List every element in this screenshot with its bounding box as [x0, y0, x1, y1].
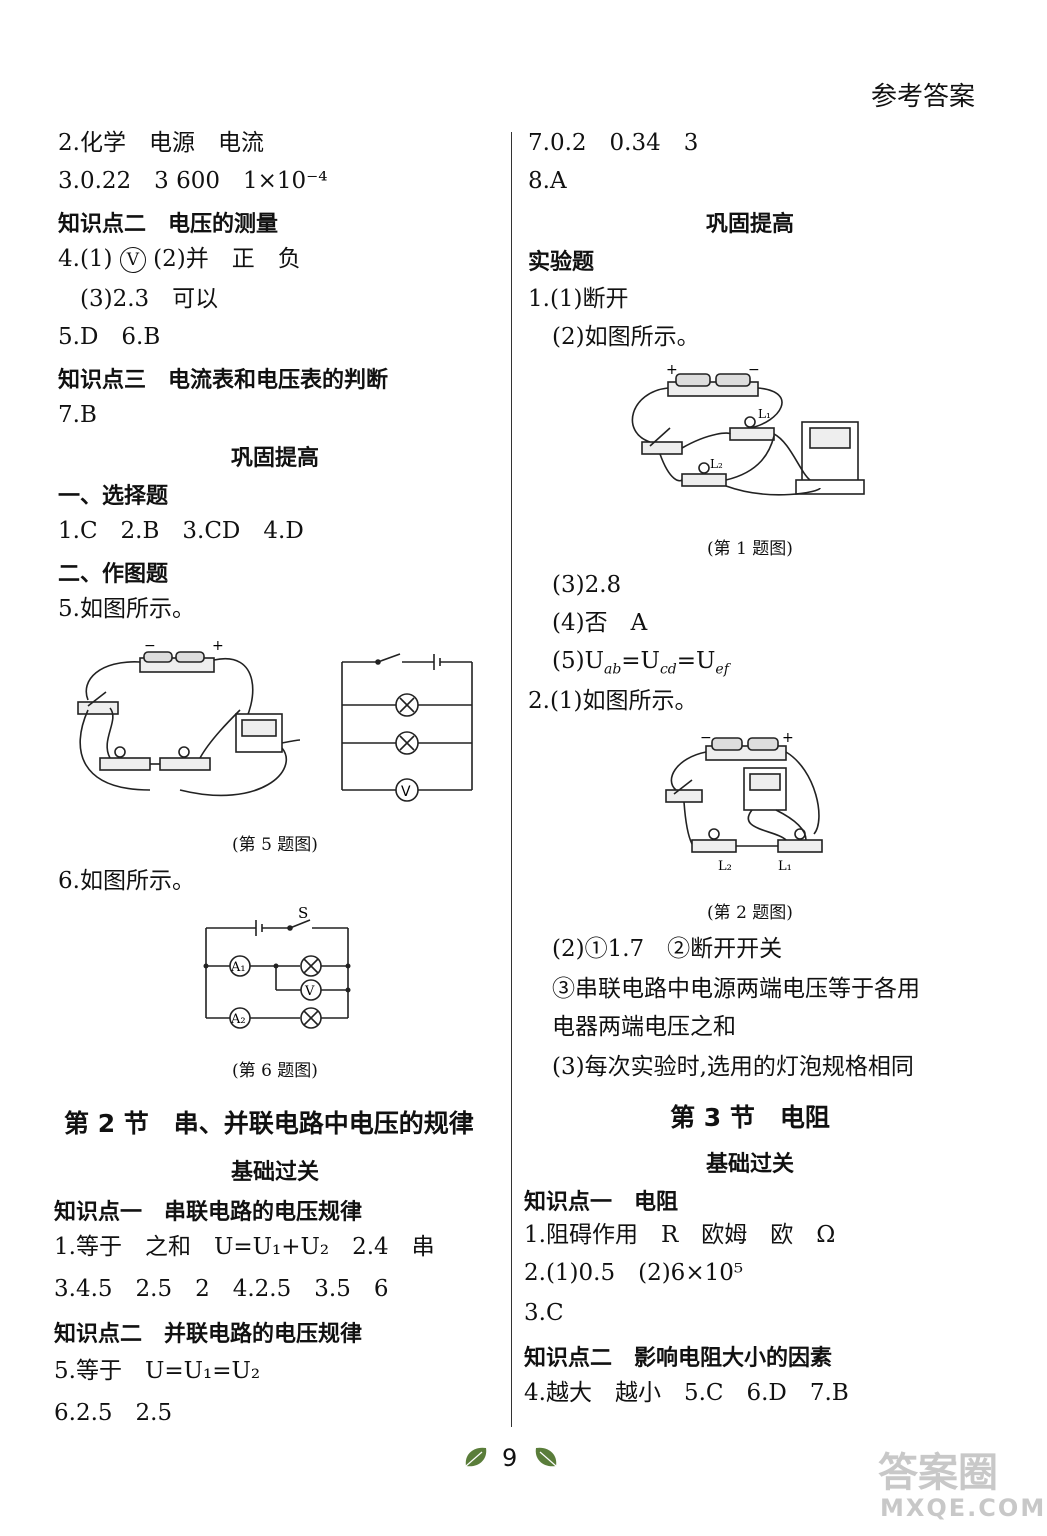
kp2-heading: 知识点二 电压的测量 — [58, 212, 279, 237]
caption-figure-2: (第 2 题图) — [707, 903, 793, 923]
exp-answer-1-5: (5)Uab=Ucd=Uef — [552, 646, 729, 685]
fig6-s-label: S — [298, 906, 308, 922]
parallel-answer-5: 5.等于 U=U₁=U₂ — [54, 1358, 261, 1384]
exp-answer-1-3: (3)2.8 — [552, 572, 622, 598]
watermark-logo: 答案圈 — [878, 1450, 998, 1496]
exp-answer-2-2: (2)①1.7 ②断开开关 — [552, 936, 783, 962]
figure-6-schematic: S A₁ V A₂ — [203, 906, 351, 1029]
answer-3: 3.0.22 3 600 1×10⁻⁴ — [58, 168, 328, 194]
figure-5-physical-circuit: − + — [77, 640, 301, 797]
answer-5-draw: 5.如图所示。 — [58, 596, 195, 622]
resistance-answer-2: 2.(1)0.5 (2)6×10⁵ — [524, 1260, 744, 1286]
figure-5-schematic: V — [341, 653, 473, 802]
fig6-v-label: V — [304, 984, 315, 999]
answer-2: 2.化学 电源 电流 — [58, 130, 264, 156]
answer-4-3: (3)2.3 可以 — [80, 286, 219, 312]
fig5-v-label: V — [401, 784, 411, 800]
section-3-title: 第 3 节 电阻 — [670, 1103, 830, 1132]
kp2-parallel-heading: 知识点二 并联电路的电压规律 — [54, 1322, 363, 1347]
answer-r7: 7.0.2 0.34 3 — [528, 130, 699, 156]
fig1-l2-label: L₂ — [710, 457, 723, 471]
svg-text:+: + — [212, 640, 224, 654]
answer-7: 7.B — [58, 402, 97, 428]
svg-text:−: − — [748, 362, 760, 378]
exp-answer-1-5-u3: =U — [676, 648, 716, 674]
exp-answer-2-4: (3)每次实验时,选用的灯泡规格相同 — [552, 1054, 914, 1080]
factors-answers: 4.越大 越小 5.C 6.D 7.B — [524, 1380, 849, 1406]
exp-answer-1-2: (2)如图所示。 — [552, 324, 700, 350]
answer-6-draw: 6.如图所示。 — [58, 868, 195, 894]
basic-heading-right: 基础过关 — [705, 1152, 794, 1177]
watermark-url: MXQE.COM — [880, 1494, 1047, 1522]
section-2-title: 第 2 节 串、并联电路中电压的规律 — [64, 1109, 474, 1138]
svg-text:−: − — [700, 730, 712, 746]
choice-answers: 1.C 2.B 3.CD 4.D — [58, 518, 304, 544]
fig6-a1-label: A₁ — [230, 960, 246, 975]
sub-ef: ef — [715, 661, 729, 678]
answer-4: 4.(1) V (2)并 正 负 — [58, 244, 301, 274]
drawing-heading: 二、作图题 — [58, 562, 169, 587]
leaf-right-icon — [535, 1447, 557, 1467]
parallel-answer-6: 6.2.5 2.5 — [54, 1400, 173, 1426]
resistance-answer-3: 3.C — [524, 1300, 564, 1326]
fig2-l1-label: L₁ — [778, 859, 792, 874]
exp-answer-2-3: ③串联电路中电源两端电压等于各用 — [552, 976, 920, 1002]
consolidate-heading-right: 巩固提高 — [705, 212, 794, 237]
fig2-l2-label: L₂ — [718, 859, 732, 874]
exp-answer-1-1: 1.(1)断开 — [528, 286, 629, 312]
series-answers-1-2: 1.等于 之和 U=U₁+U₂ 2.4 串 — [54, 1234, 435, 1260]
exp-answer-1-5-u1: (5)U — [552, 648, 604, 674]
leaf-left-icon — [465, 1447, 487, 1467]
svg-text:+: + — [782, 730, 794, 746]
kp1-resistance-heading: 知识点一 电阻 — [524, 1190, 679, 1215]
fig6-a2-label: A₂ — [230, 1012, 246, 1027]
svg-text:+: + — [666, 362, 678, 378]
voltmeter-symbol: V — [119, 247, 146, 273]
basic-heading-left: 基础过关 — [230, 1160, 319, 1185]
resistance-answer-1: 1.阻碍作用 R 欧姆 欧 Ω — [524, 1222, 836, 1248]
kp3-heading: 知识点三 电流表和电压表的判断 — [58, 368, 389, 393]
figure-2-physical-circuit: − + L₂ L₁ — [665, 730, 823, 874]
svg-text:−: − — [144, 640, 156, 654]
column-divider — [511, 132, 512, 1427]
answer-5-6: 5.D 6.B — [58, 324, 161, 350]
page-number: 9 — [502, 1444, 518, 1472]
kp2-factors-heading: 知识点二 影响电阻大小的因素 — [524, 1346, 833, 1371]
sub-cd: cd — [659, 661, 677, 678]
sub-ab: ab — [603, 661, 622, 678]
answer-4-label: 4.(1) — [58, 246, 113, 272]
choice-heading: 一、选择题 — [58, 484, 169, 509]
answer-4-rest: (2)并 正 负 — [153, 246, 301, 272]
exp-answer-1-5-u2: =U — [621, 648, 660, 674]
figure-1-physical-circuit: + − L₁ L₂ — [631, 362, 865, 496]
answer-r8: 8.A — [528, 168, 567, 194]
caption-figure-1: (第 1 题图) — [707, 539, 793, 559]
fig1-l1-label: L₁ — [758, 407, 771, 421]
caption-figure-6: (第 6 题图) — [232, 1061, 318, 1081]
page-header-title: 参考答案 — [870, 82, 975, 112]
consolidate-heading: 巩固提高 — [230, 446, 319, 471]
caption-figure-5: (第 5 题图) — [232, 835, 318, 855]
exp-answer-1-4: (4)否 A — [552, 610, 648, 636]
experiment-heading: 实验题 — [528, 250, 595, 275]
exp-answer-2-1: 2.(1)如图所示。 — [528, 688, 698, 714]
exp-answer-2-3b: 电器两端电压之和 — [552, 1014, 736, 1040]
kp1-series-heading: 知识点一 串联电路的电压规律 — [54, 1200, 363, 1225]
series-answers-3-4: 3.4.5 2.5 2 4.2.5 3.5 6 — [54, 1276, 389, 1302]
